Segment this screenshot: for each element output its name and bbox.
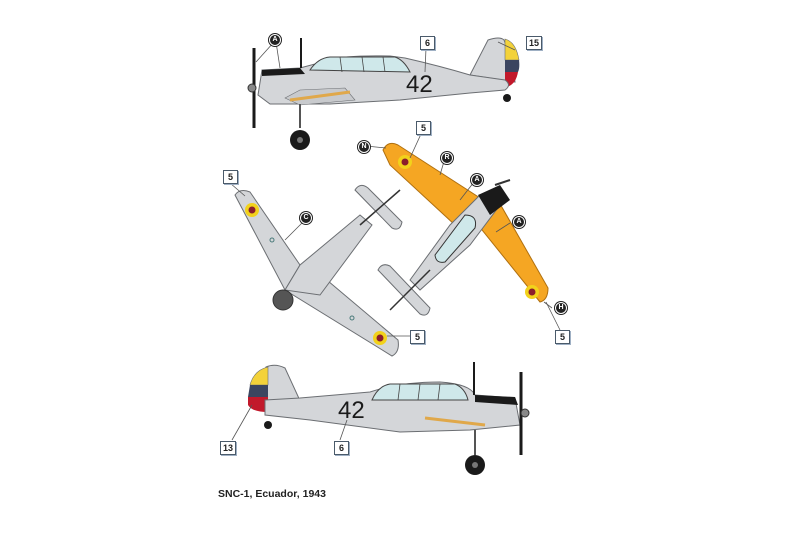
- callout-box-5-underside-right: 5: [410, 330, 425, 344]
- callout-circle-c-underside: C: [300, 212, 312, 224]
- callout-box-5-underside-left: 5: [223, 170, 238, 184]
- callout-circle-h-top: H: [555, 302, 567, 314]
- left-profile-view: 42: [247, 37, 520, 150]
- callout-box-15-left-profile: 15: [526, 36, 543, 50]
- callout-box-5-top-upper: 5: [416, 121, 431, 135]
- figure-caption: SNC-1, Ecuador, 1943: [218, 488, 326, 500]
- callout-circle-a-left-profile: A: [269, 34, 281, 46]
- callout-box-5-top-lower: 5: [555, 330, 570, 344]
- callout-circle-a-top-1: A: [471, 174, 483, 186]
- underside-view: [234, 184, 403, 357]
- callout-box-6-right-profile: 6: [334, 441, 349, 455]
- top-view: [377, 142, 549, 316]
- code-number-left: 42: [406, 71, 433, 98]
- callout-circle-r-top: R: [441, 152, 453, 164]
- callout-box-13-right-profile: 13: [220, 441, 237, 455]
- callout-circle-a-top-2: A: [513, 216, 525, 228]
- code-number-right: 42: [338, 397, 365, 424]
- right-profile-view: 42: [248, 362, 530, 475]
- callout-circle-n-top: N: [358, 141, 370, 153]
- callout-box-6-left-profile: 6: [420, 36, 435, 50]
